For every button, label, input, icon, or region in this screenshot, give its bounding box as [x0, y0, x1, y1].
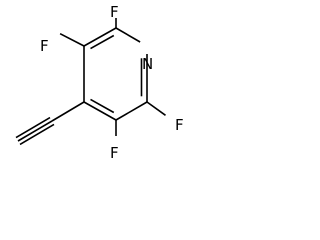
atom-label-layer: N F F F F — [40, 3, 184, 162]
bond-c2-c3-inner — [90, 34, 115, 50]
bond-n-c2 — [115, 27, 141, 43]
atom-label-n: N — [142, 55, 153, 73]
bond-c2-c3 — [83, 27, 117, 47]
atom-label-f-bottom: F — [110, 144, 119, 162]
bond-c4-ca — [51, 101, 85, 122]
bond-c4-c5 — [83, 101, 117, 121]
bond-layer — [15, 18, 166, 146]
atom-label-f-top-right: F — [110, 3, 119, 21]
bond-c6-f6 — [146, 101, 166, 116]
bond-ca-cb-outer-b — [19, 123, 55, 146]
bond-c3-f3 — [59, 32, 85, 47]
bond-c5-c6 — [115, 101, 148, 121]
atom-label-f-bottom-right: F — [175, 116, 184, 134]
bond-c4-c5-inner — [90, 98, 115, 114]
bond-ca-cb-outer-a — [15, 116, 51, 139]
bond-ca-cb — [17, 120, 53, 142]
structure-diagram: N F F F F — [15, 3, 184, 162]
atom-label-f-top-left: F — [40, 37, 49, 55]
